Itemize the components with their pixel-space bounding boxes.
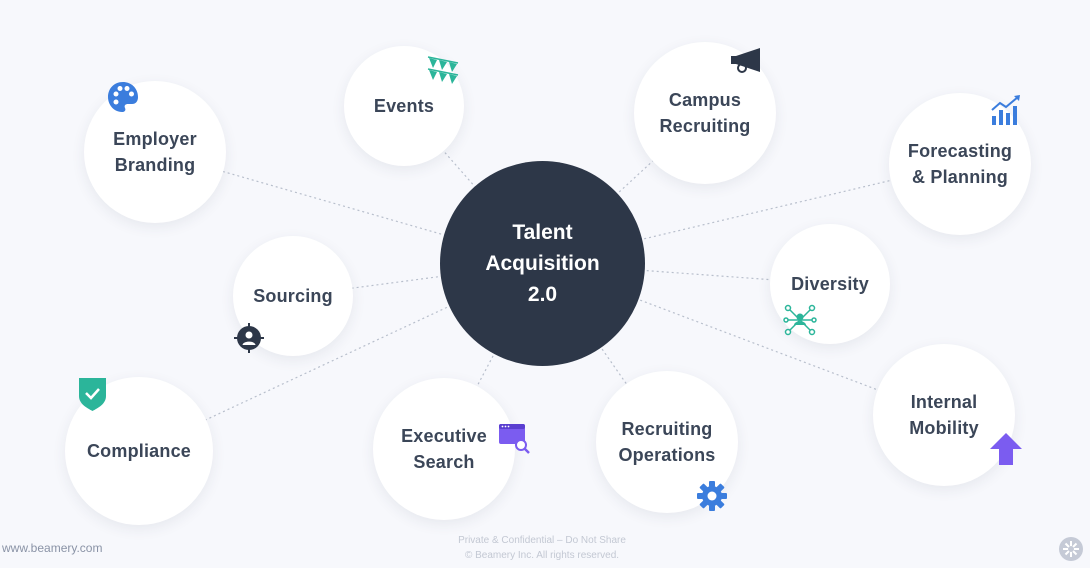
node-diversity: Diversity (770, 224, 890, 344)
target-person-icon (234, 323, 264, 353)
node-sourcing-label: Sourcing (253, 286, 333, 306)
node-events-label: Events (373, 96, 435, 116)
node-internal-mobility-label: Internal Mobility (909, 392, 979, 438)
node-employer-branding-label: Employer Branding (113, 129, 197, 175)
node-diversity-label: Diversity (791, 274, 869, 294)
website-text: www.beamery.com (2, 541, 103, 555)
node-executive-search-label: Executive Search (401, 426, 487, 472)
node-compliance-label: Compliance (86, 441, 192, 461)
confidential-text: Private & Confidential – Do Not Share (458, 535, 626, 546)
node-campus-recruiting-label: Campus Recruiting (659, 90, 751, 136)
node-internal-mobility: Internal Mobility (873, 344, 1015, 486)
growth-chart-icon (991, 95, 1020, 125)
node-forecasting-planning-label: Forecasting & Planning (907, 141, 1013, 187)
center-node: Talent Acquisition 2.0 (440, 161, 645, 366)
beamery-logo-icon (1059, 537, 1083, 561)
shield-check-icon (79, 378, 106, 411)
up-arrow-icon (990, 433, 1022, 465)
palette-icon (108, 82, 138, 112)
center-title: Talent Acquisition 2.0 (485, 221, 600, 306)
footer-legal: Private & Confidential – Do Not Share © … (400, 533, 684, 563)
bunting-flags-icon (427, 56, 459, 84)
browser-search-icon (499, 424, 530, 454)
gear-icon (697, 481, 727, 511)
node-employer-branding: Employer Branding (84, 81, 226, 223)
node-executive-search: Executive Search (373, 378, 515, 520)
network-people-icon (783, 304, 817, 336)
copyright-text: © Beamery Inc. All rights reserved. (464, 550, 620, 561)
megaphone-icon (731, 48, 760, 73)
node-recruiting-operations-label: Recruiting Operations (618, 419, 716, 465)
